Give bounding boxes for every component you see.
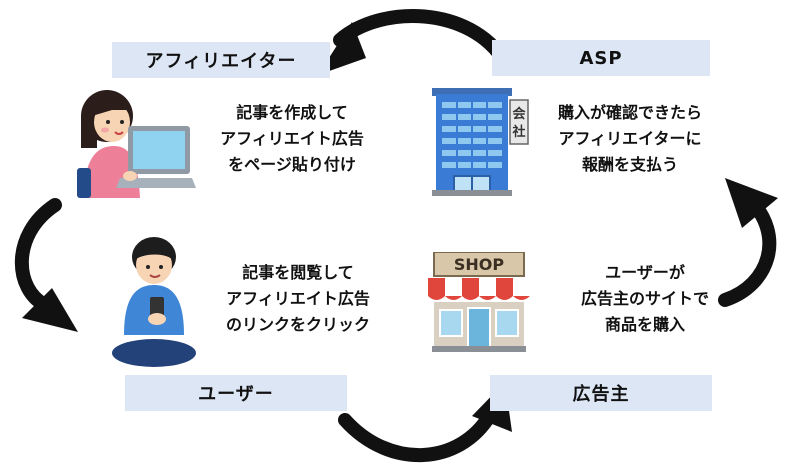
woman-laptop-illustration	[77, 90, 196, 198]
desc-advertiser: ユーザーが 広告主のサイトで 商品を購入	[545, 260, 745, 338]
desc-user-line: 記事を閲覧して	[242, 263, 354, 282]
office-building-illustration: 会 社	[432, 88, 529, 196]
desc-user-line: アフィリエイト広告	[226, 289, 370, 308]
desc-asp-line: アフィリエイターに	[558, 129, 702, 148]
desc-advertiser-line: ユーザーが	[605, 263, 685, 282]
desc-advertiser-line: 商品を購入	[604, 315, 685, 334]
desc-affiliate-line: をページ貼り付け	[228, 155, 356, 174]
arrow-asp-to-affiliate-head	[318, 22, 366, 75]
arrow-asp-to-affiliate	[333, 9, 512, 69]
desc-affiliate-line: 記事を作成して	[236, 103, 348, 122]
desc-user: 記事を閲覧して アフィリエイト広告 のリンクをクリック	[198, 260, 398, 338]
label-asp: ASP	[492, 40, 710, 76]
desc-asp: 購入が確認できたら アフィリエイターに 報酬を支払う	[530, 100, 730, 178]
arrow-advertiser-to-asp-head	[725, 178, 778, 228]
arrow-affiliate-to-user-head	[22, 288, 78, 332]
arrow-affiliate-to-user	[14, 198, 62, 312]
shop-illustration: SHOP	[428, 252, 530, 352]
desc-affiliate-line: アフィリエイト広告	[220, 129, 364, 148]
desc-advertiser-line: 広告主のサイトで	[580, 289, 709, 308]
desc-asp-line: 報酬を支払う	[581, 155, 678, 174]
company-sign-char: 会	[512, 106, 526, 122]
label-user: ユーザー	[125, 375, 347, 411]
desc-user-line: のリンクをクリック	[225, 315, 370, 334]
desc-affiliate: 記事を作成して アフィリエイト広告 をページ貼り付け	[192, 100, 392, 178]
company-sign-char: 社	[511, 124, 525, 140]
label-affiliate: アフィリエイター	[112, 42, 330, 78]
desc-asp-line: 購入が確認できたら	[557, 103, 702, 122]
arrow-user-to-advertiser	[338, 408, 497, 462]
company-sign	[509, 99, 529, 145]
label-advertiser: 広告主	[490, 375, 712, 411]
man-smartphone-illustration	[112, 237, 196, 367]
shop-sign-text: SHOP	[454, 255, 505, 274]
